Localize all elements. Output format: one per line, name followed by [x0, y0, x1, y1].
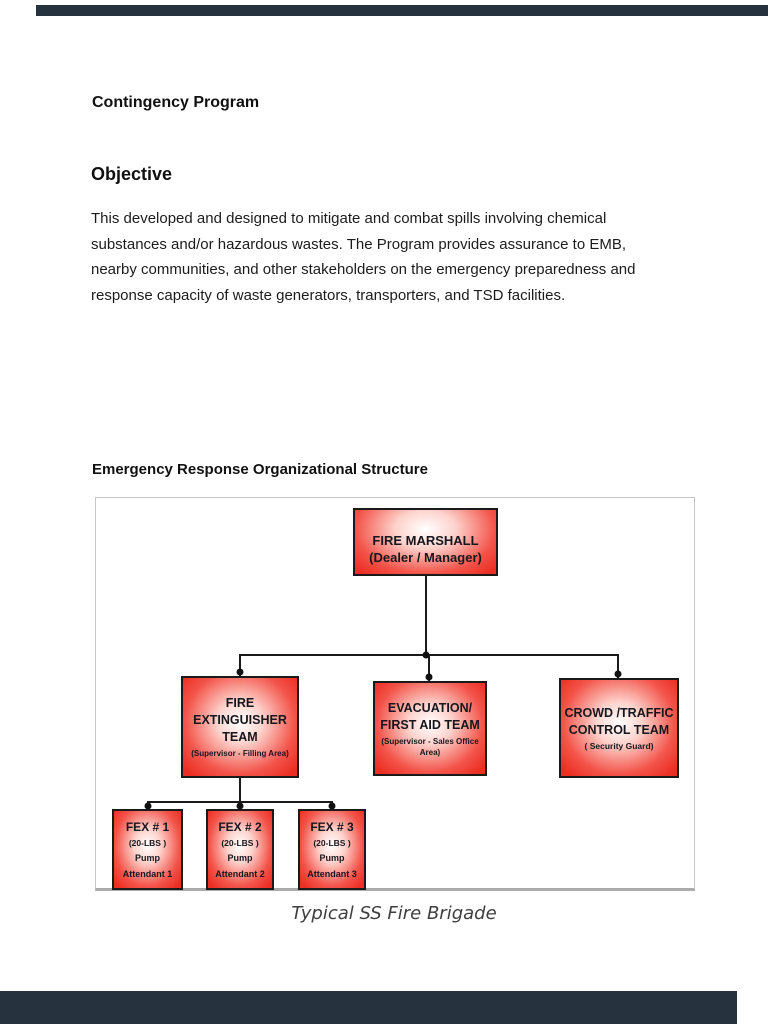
objective-heading: Objective [91, 164, 173, 184]
paragraph-line: nearby communities, and other stakeholde… [91, 261, 636, 278]
org-node-title: FIRE MARSHALL [372, 533, 479, 548]
org-node-title: FEX # 1 [125, 819, 170, 834]
org-node-title: TEAM [222, 730, 258, 744]
org-node-subtitle: Pump [134, 852, 160, 863]
connector-arrow-dot [614, 670, 622, 678]
figure-heading: Emergency Response Organizational Struct… [92, 461, 428, 478]
org-node-title: FEX # 3 [310, 819, 354, 834]
paragraph-line: response capacity of waste generators, t… [91, 286, 566, 304]
org-node-subtitle: (Supervisor - Sales Office [381, 736, 479, 746]
org-node-crowd-traffic-control-team: CROWD /TRAFFIC CONTROL TEAM ( Security G… [559, 678, 679, 778]
org-node-subtitle: (20-LBS ) [128, 837, 167, 848]
connector-arrow-dot [328, 802, 336, 810]
org-node-subtitle: Pump [319, 852, 345, 863]
org-node-evacuation-first-aid-team: EVACUATION/ FIRST AID TEAM (Supervisor -… [373, 681, 487, 776]
connector-arrow-dot [236, 668, 244, 676]
org-node-subtitle: ( Security Guard) [584, 740, 654, 751]
paragraph-line: This developed and designed to mitigate … [91, 210, 607, 227]
org-node-subtitle: (Supervisor - Filling Area) [191, 749, 289, 758]
org-node-fex-3: FEX # 3 (20-LBS ) Pump Attendant 3 [298, 809, 366, 890]
org-node-subtitle: (20-LBS ) [221, 837, 259, 848]
paragraph-line: substances and/or hazardous wastes. The … [91, 235, 626, 253]
org-node-title: (Dealer / Manager) [369, 550, 482, 565]
org-node-subtitle: (20-LBS ) [313, 837, 351, 848]
org-node-title: FEX # 2 [218, 819, 262, 834]
org-chart-figure: FIRE MARSHALL (Dealer / Manager) FIRE EX… [95, 497, 695, 891]
doc-title: Contingency Program [92, 94, 260, 111]
org-node-fire-extinguisher-team: FIRE EXTINGUISHER TEAM (Supervisor - Fil… [181, 676, 299, 778]
org-node-subtitle: Pump [227, 852, 253, 863]
org-node-title: CONTROL TEAM [568, 722, 670, 737]
connector-line [428, 654, 430, 681]
org-node-fex-1: FEX # 1 (20-LBS ) Pump Attendant 1 [112, 809, 183, 890]
objective-paragraph: This developed and designed to mitigate … [91, 206, 691, 308]
org-node-title: FIRE [225, 696, 255, 710]
org-node-subtitle: Attendant 1 [122, 868, 173, 879]
connector-line [425, 576, 427, 655]
figure-caption: Typical SS Fire Brigade [291, 903, 497, 924]
org-node-title: EVACUATION/ [387, 700, 473, 715]
connector-junction-dot [422, 651, 430, 659]
org-node-subtitle: Attendant 2 [215, 868, 265, 879]
org-node-title: FIRST AID TEAM [380, 717, 480, 732]
org-node-subtitle: Attendant 3 [307, 868, 357, 879]
connector-line [239, 778, 241, 801]
connector-arrow-dot [236, 802, 244, 810]
org-node-fex-2: FEX # 2 (20-LBS ) Pump Attendant 2 [206, 809, 274, 890]
scan-artifact-bar-top [36, 5, 768, 16]
org-node-title: EXTINGUISHER [193, 713, 287, 727]
scan-artifact-bar-bottom [0, 991, 737, 1024]
connector-arrow-dot [144, 802, 152, 810]
org-node-subtitle: Area) [419, 747, 441, 757]
connector-line [239, 654, 241, 676]
org-node-fire-marshall: FIRE MARSHALL (Dealer / Manager) [353, 508, 498, 576]
org-node-title: CROWD /TRAFFIC [564, 705, 674, 720]
connector-arrow-dot [425, 673, 433, 681]
connector-line [617, 654, 619, 678]
